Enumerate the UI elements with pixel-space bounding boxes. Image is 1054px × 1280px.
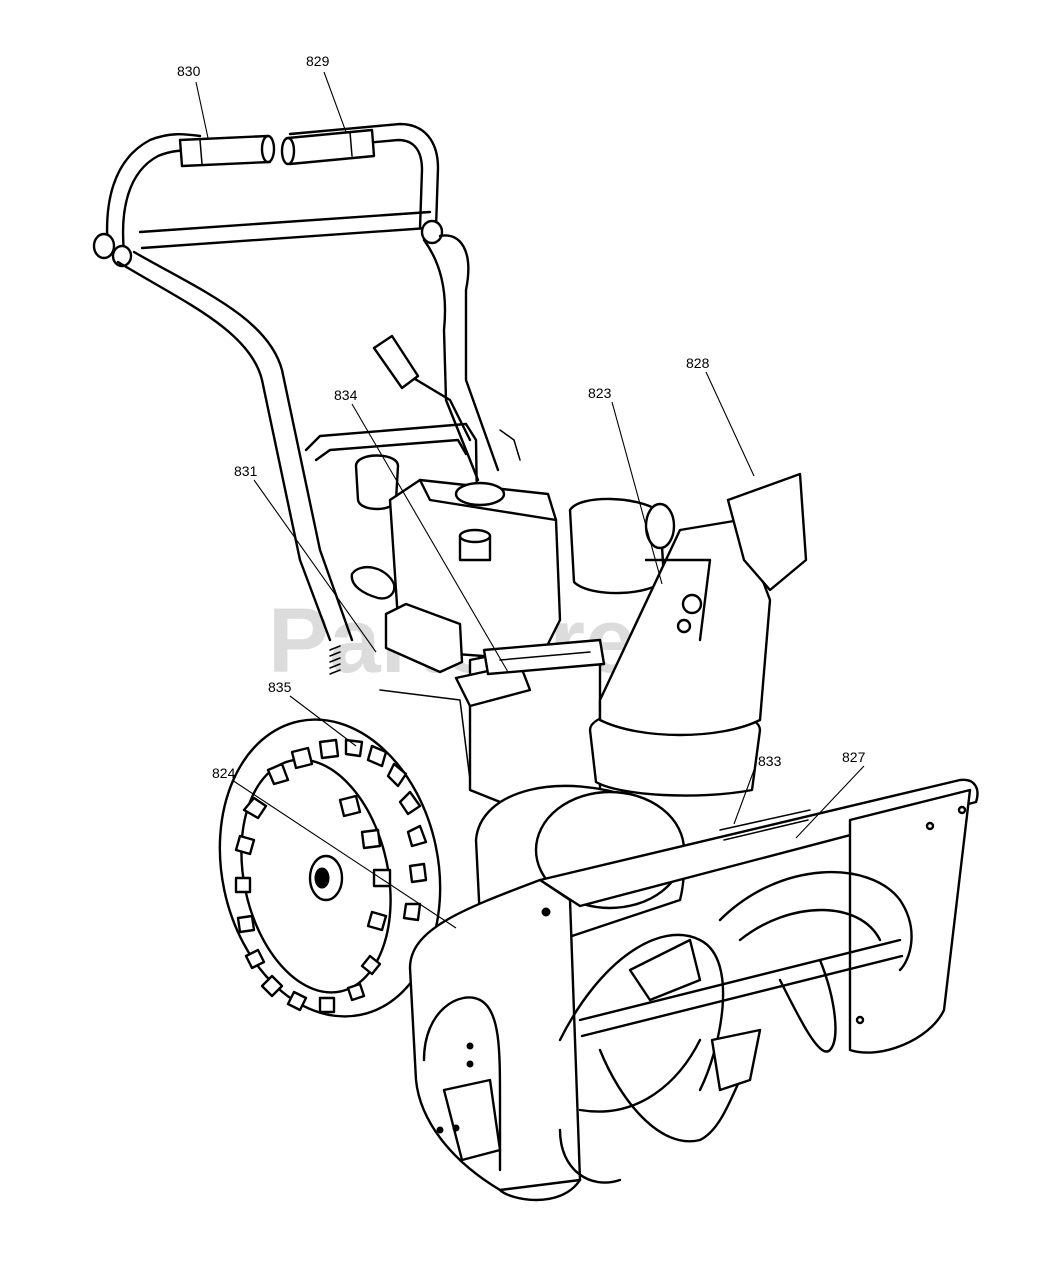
callout-labels: 830 829 828 834 823 831 835 833 827 824 <box>177 53 866 781</box>
tire-tread <box>234 738 428 1014</box>
handle-assembly <box>92 122 521 675</box>
callout-828: 828 <box>686 355 710 371</box>
leader-823 <box>611 401 663 585</box>
leader-833 <box>733 769 755 825</box>
leader-829 <box>323 71 347 133</box>
leader-834 <box>351 403 509 673</box>
callout-831: 831 <box>234 463 258 479</box>
callout-830: 830 <box>177 63 201 79</box>
engine-assembly <box>304 422 676 812</box>
callout-827: 827 <box>842 749 866 765</box>
leader-828 <box>705 371 755 477</box>
callout-833: 833 <box>758 753 782 769</box>
callout-824: 824 <box>212 765 236 781</box>
callout-835: 835 <box>268 679 292 695</box>
leader-827 <box>795 765 865 839</box>
left-grip <box>178 134 276 168</box>
callout-834: 834 <box>334 387 358 403</box>
leader-lines <box>195 71 865 929</box>
auger-housing <box>408 778 979 1202</box>
leader-830 <box>195 81 209 139</box>
leader-835 <box>289 695 357 747</box>
callout-823: 823 <box>588 385 612 401</box>
leader-831 <box>253 479 377 653</box>
leader-824 <box>231 779 457 929</box>
callout-829: 829 <box>306 53 330 69</box>
right-grip <box>280 128 376 166</box>
left-wheel <box>218 718 442 1018</box>
discharge-chute <box>588 472 808 797</box>
